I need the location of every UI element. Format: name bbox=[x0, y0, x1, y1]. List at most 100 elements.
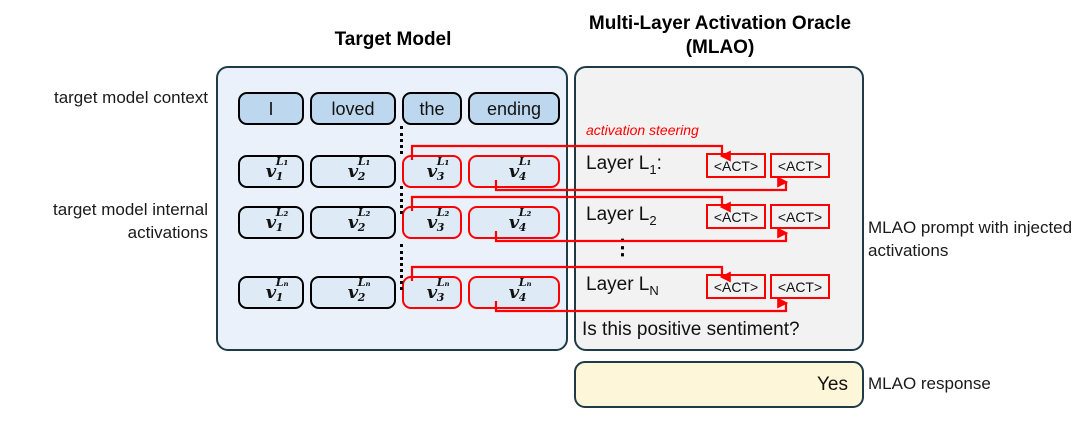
layer-label-index: 1 bbox=[649, 161, 657, 177]
vector-base: v bbox=[347, 282, 359, 303]
mlao-layer-label-1: Layer L1: bbox=[586, 152, 662, 182]
act-token-label: <ACT> bbox=[713, 278, 759, 295]
act-token-label: <ACT> bbox=[713, 157, 759, 174]
mlao-heading: Multi-Layer Activation Oracle (MLAO) bbox=[588, 13, 852, 58]
context-token-label: I bbox=[268, 98, 274, 119]
vector-subscript: 4 bbox=[518, 170, 527, 183]
mlao-response-text: Yes bbox=[817, 374, 848, 395]
mlao-layer-label-3: Layer LN bbox=[586, 273, 659, 303]
token-separator-dots-mid bbox=[400, 186, 403, 214]
vector-base: v bbox=[265, 161, 277, 182]
context-token-3: the bbox=[402, 92, 462, 125]
vector-base: v bbox=[265, 212, 277, 233]
mlao-act-token-r1-c1: <ACT> bbox=[706, 153, 766, 178]
mlao-response-panel: Yes bbox=[574, 361, 864, 408]
context-token-1: I bbox=[238, 92, 304, 125]
vector-subscript: 3 bbox=[436, 221, 445, 234]
act-token-label: <ACT> bbox=[713, 208, 759, 225]
act-token-label: <ACT> bbox=[777, 208, 823, 225]
context-token-label: the bbox=[419, 98, 445, 119]
layer-label-index: N bbox=[649, 282, 659, 298]
vector-superscript: L₂ bbox=[518, 206, 532, 219]
mlao-question-text: Is this positive sentiment? bbox=[582, 319, 800, 340]
layer-label-index: 2 bbox=[649, 212, 657, 228]
mlao-act-token-r2-c1: <ACT> bbox=[706, 204, 766, 229]
layer-label-main: Layer L bbox=[586, 274, 650, 295]
mlao-act-token-r3-c1: <ACT> bbox=[706, 274, 766, 299]
vector-subscript: 1 bbox=[275, 291, 284, 304]
vector-superscript: Lₙ bbox=[357, 276, 371, 289]
layer-label-main: Layer L bbox=[586, 153, 650, 174]
token-separator-dots-bottom bbox=[400, 244, 403, 290]
target-model-heading: Target Model bbox=[334, 29, 452, 50]
vector-subscript: 3 bbox=[436, 291, 445, 304]
vector-superscript: L₂ bbox=[357, 206, 371, 219]
vector-superscript: L₂ bbox=[436, 206, 450, 219]
vector-subscript: 3 bbox=[436, 170, 445, 183]
vector-subscript: 1 bbox=[275, 170, 284, 183]
vector-subscript: 4 bbox=[518, 291, 527, 304]
vector-superscript: Lₙ bbox=[518, 276, 532, 289]
vector-superscript: L₁ bbox=[436, 155, 450, 168]
context-token-4: ending bbox=[468, 92, 560, 125]
context-token-2: loved bbox=[310, 92, 396, 125]
vector-base: v bbox=[426, 282, 438, 303]
mlao-act-token-r3-c2: <ACT> bbox=[770, 274, 830, 299]
layer-label-main: Layer L bbox=[586, 204, 650, 225]
vector-base: v bbox=[426, 161, 438, 182]
mlao-act-token-r1-c2: <ACT> bbox=[770, 153, 830, 178]
label-target-model-context: target model context bbox=[53, 88, 208, 107]
vector-subscript: 1 bbox=[275, 221, 284, 234]
token-separator-dots-top bbox=[400, 126, 403, 154]
vector-superscript: Lₙ bbox=[436, 276, 450, 289]
label-mlao-response: MLAO response bbox=[868, 374, 991, 393]
vector-subscript: 4 bbox=[518, 221, 527, 234]
label-target-model-internal-activations: target model internal activations bbox=[53, 200, 208, 242]
vector-base: v bbox=[508, 212, 520, 233]
vector-base: v bbox=[508, 161, 520, 182]
act-token-label: <ACT> bbox=[777, 157, 823, 174]
vector-base: v bbox=[508, 282, 520, 303]
mlao-layer-label-2: Layer L2 bbox=[586, 203, 657, 233]
vector-superscript: L₁ bbox=[275, 155, 289, 168]
layer-label-suffix: : bbox=[656, 153, 662, 174]
activation-steering-label: activation steering bbox=[586, 122, 699, 138]
mlao-act-token-r2-c2: <ACT> bbox=[770, 204, 830, 229]
vector-base: v bbox=[347, 212, 359, 233]
vector-subscript: 2 bbox=[357, 170, 366, 183]
vector-base: v bbox=[426, 212, 438, 233]
context-token-label: loved bbox=[331, 98, 375, 119]
act-token-label: <ACT> bbox=[777, 278, 823, 295]
mlao-layers-ellipsis: ⋮ bbox=[612, 236, 633, 259]
vector-subscript: 2 bbox=[357, 221, 366, 234]
vector-superscript: L₁ bbox=[357, 155, 371, 168]
vector-base: v bbox=[265, 282, 277, 303]
context-token-label: ending bbox=[486, 98, 542, 119]
vector-base: v bbox=[347, 161, 359, 182]
vector-superscript: L₁ bbox=[518, 155, 532, 168]
